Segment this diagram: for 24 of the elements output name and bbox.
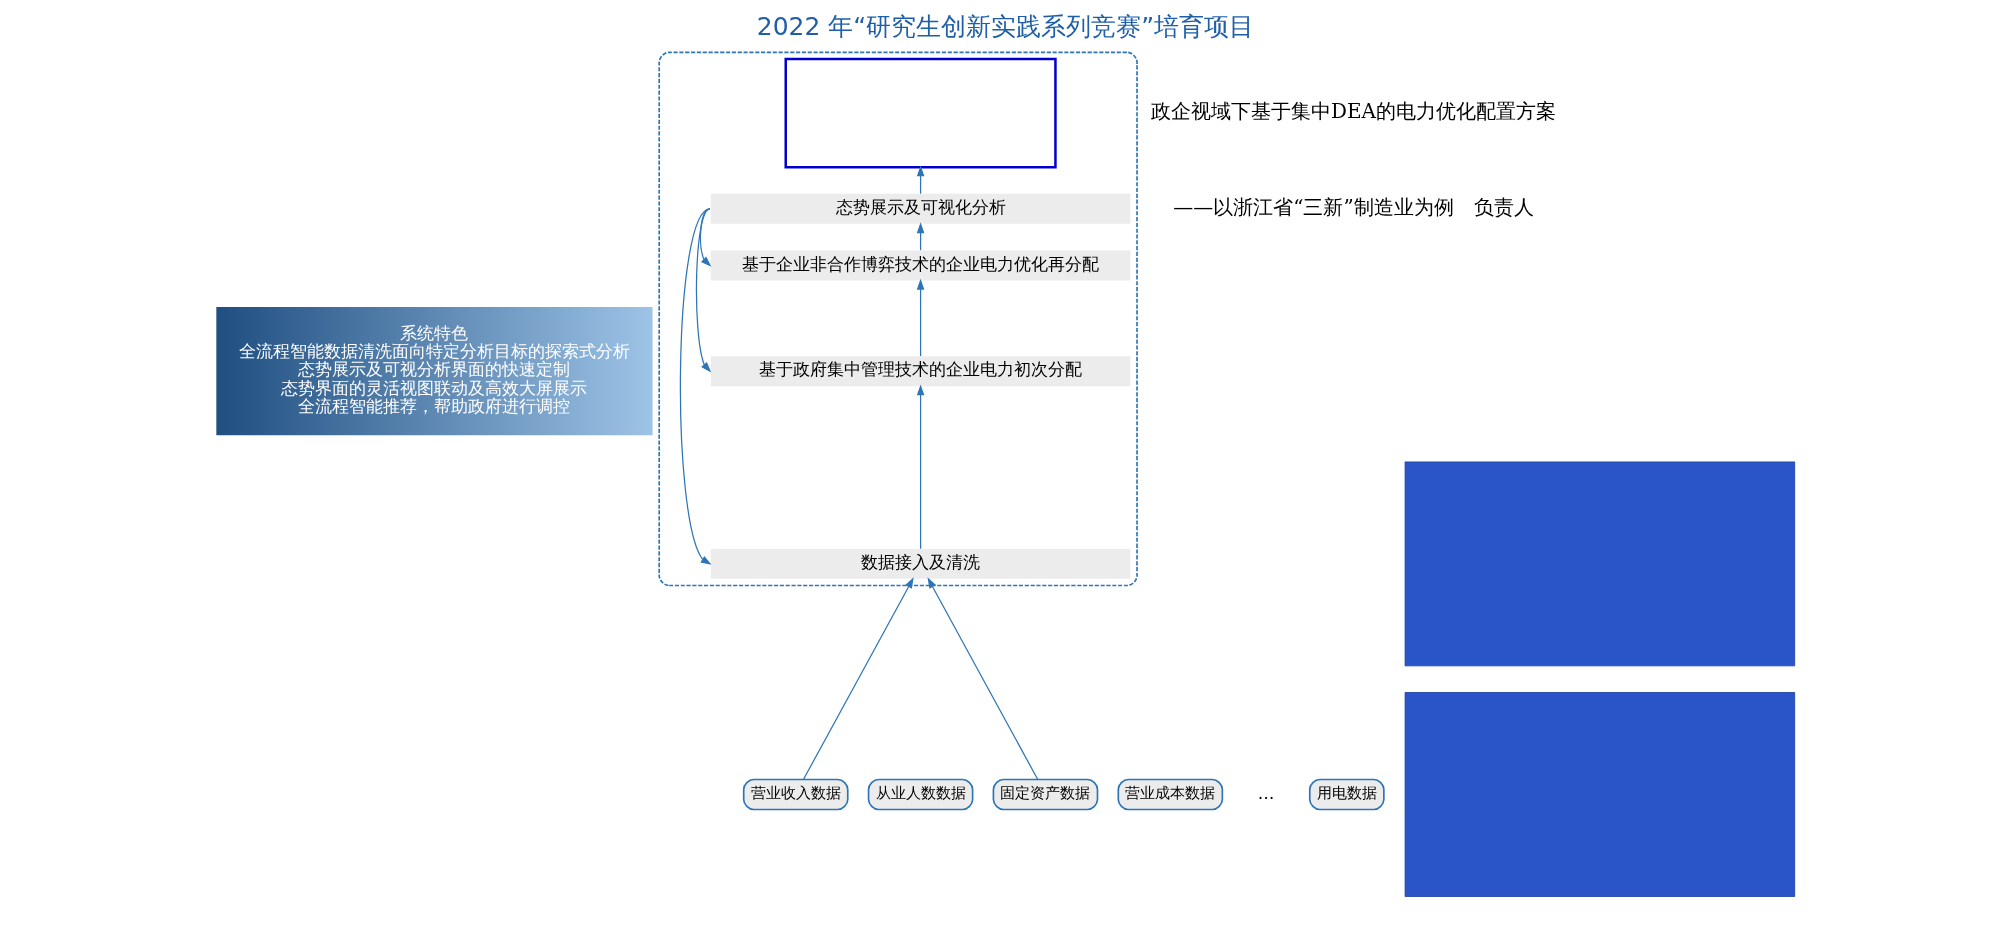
node-box: 从业人数数据	[867, 778, 974, 811]
node-box: 基于政府集中管理技术的企业电力初次分配	[710, 356, 1131, 387]
label: 政企视域下基于集中DEA的电力优化配置方案	[1150, 99, 1556, 124]
node-box: 数据接入及清洗	[710, 548, 1131, 579]
arrow	[927, 577, 1039, 780]
node-box	[784, 57, 1057, 169]
arrow	[916, 278, 925, 357]
node-box: 营业成本数据	[1117, 778, 1224, 811]
node-box	[1404, 461, 1796, 667]
node-box: 固定资产数据	[992, 778, 1099, 811]
label: …	[1257, 783, 1275, 803]
node-box	[1404, 692, 1796, 897]
arrow	[679, 208, 712, 565]
label: ——以浙江省“三新”制造业为例 负责人	[1173, 195, 1534, 220]
arrow	[695, 208, 712, 373]
node-box: 营业收入数据	[742, 778, 849, 811]
arrow	[916, 384, 925, 550]
arrow	[916, 165, 925, 195]
node-box: 基于企业非合作博弈技术的企业电力优化再分配	[710, 250, 1131, 281]
node-box: 用电数据	[1308, 778, 1385, 811]
node-box: 态势展示及可视化分析	[710, 193, 1131, 224]
arrow	[802, 577, 914, 780]
diagram-title: 2022 年“研究生创新实践系列竞赛”培育项目	[756, 11, 1255, 41]
node-box: 系统特色 全流程智能数据清洗面向特定分析目标的探索式分析 态势展示及可视分析界面的快速定制 态势界面的灵活视图联动及高效大屏展示 全流程智能推荐，帮助政府进行调控	[216, 307, 653, 436]
